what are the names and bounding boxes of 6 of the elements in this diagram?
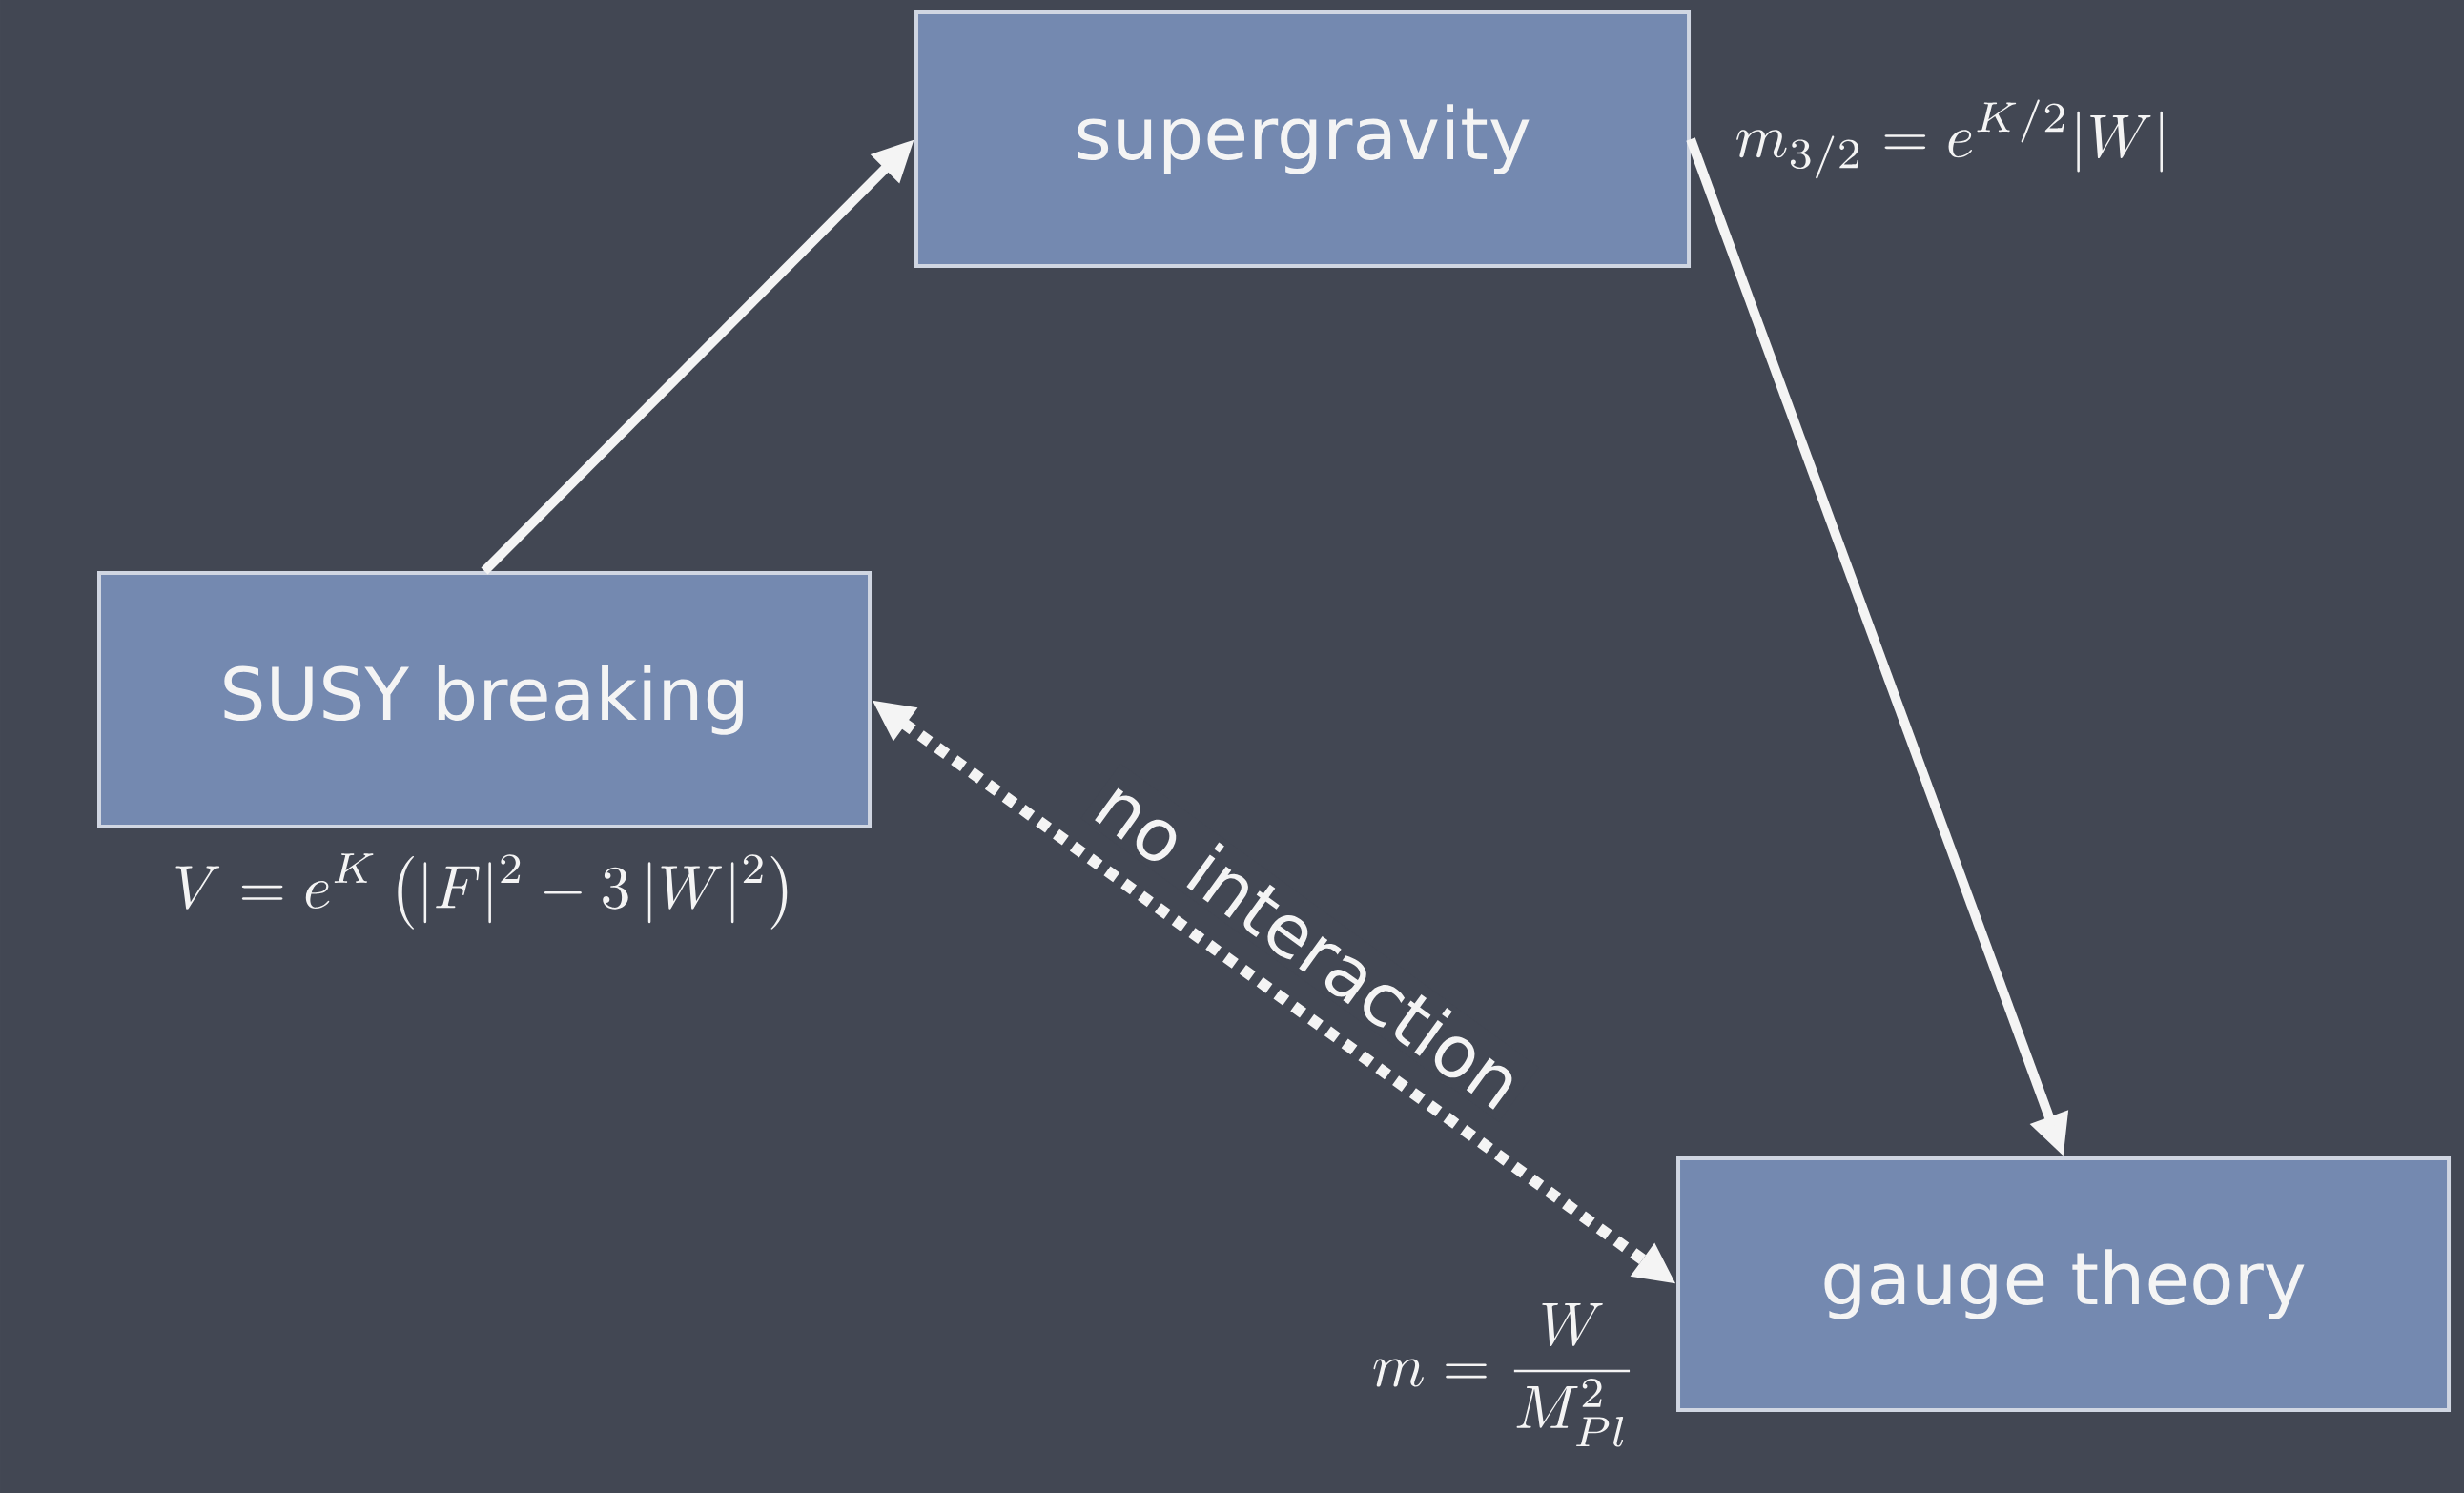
process-box: SUSY breaking — [97, 571, 872, 828]
process-box: gauge theory — [1676, 1156, 2452, 1412]
process-box: supergravity — [914, 10, 1691, 268]
formula: $m = \frac{W}{M_{Pl}^2}$ — [1373, 1302, 1631, 1447]
formula: $V = e^K \left( |F|^2 - 3\,|W|^2 \right)$ — [175, 853, 788, 930]
formula: $m_{3/2} = e^{K/2}|W|$ — [1736, 99, 2163, 179]
